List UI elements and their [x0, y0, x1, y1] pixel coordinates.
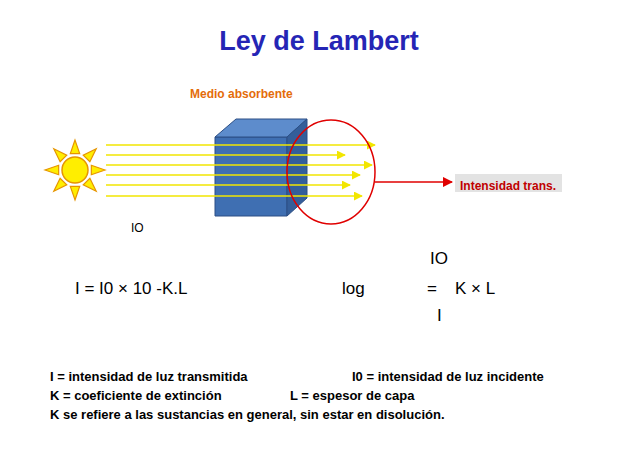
light-rays	[106, 145, 375, 196]
definition-text: I0 = intensidad de luz incidente	[352, 369, 544, 384]
sun-ray	[83, 149, 96, 162]
sun-ray	[54, 149, 67, 162]
light-ray	[106, 174, 360, 176]
pointer-arrow	[375, 181, 452, 183]
label-box: Intensidad trans.	[455, 174, 562, 192]
formula-text: I = I0 × 10 -K.L	[75, 279, 187, 299]
definition-text: K = coeficiente de extinción	[50, 388, 222, 403]
definition-text: K se refiere a las sustancias en general…	[50, 407, 445, 422]
sun-ray	[45, 165, 59, 174]
definition-text: L = espesor de capa	[290, 388, 414, 403]
sun-icon	[45, 140, 105, 200]
sun-ray	[91, 165, 105, 174]
light-ray	[106, 164, 372, 166]
sun-ray	[54, 178, 67, 191]
light-ray	[106, 184, 350, 186]
transmitted-zone	[287, 120, 375, 224]
formula-text: log	[342, 279, 365, 299]
formula-text: IO	[430, 249, 448, 269]
formula-text: I	[437, 306, 442, 326]
sun-ray	[70, 186, 79, 200]
sun-ray	[70, 140, 79, 154]
formula-text: IO	[131, 221, 144, 235]
light-ray	[106, 154, 345, 156]
light-ray	[106, 195, 362, 197]
formula-text: K × L	[455, 279, 495, 299]
absorbent-cube	[215, 119, 307, 216]
formula-text: =	[427, 279, 437, 299]
medium-label: Medio absorbente	[190, 87, 293, 101]
box-text: Intensidad trans.	[460, 179, 556, 193]
definition-text: I = intensidad de luz transmitida	[50, 369, 248, 384]
light-ray	[106, 144, 375, 146]
title: Ley de Lambert	[219, 26, 419, 57]
sun-ray	[83, 178, 96, 191]
